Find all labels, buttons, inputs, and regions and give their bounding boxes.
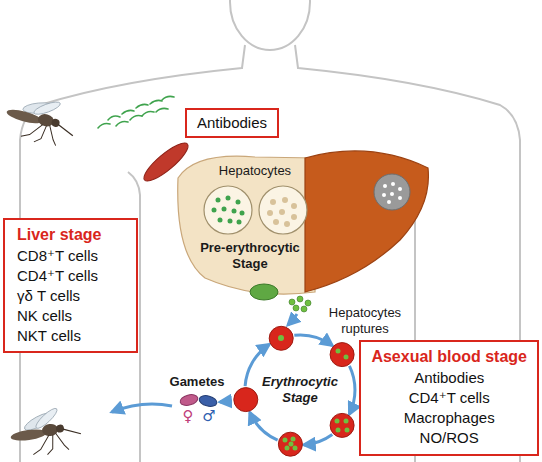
box-item: Antibodies xyxy=(197,113,267,133)
cell-label: Hepatocytes xyxy=(210,163,300,179)
sex-symbol: ♂ xyxy=(201,407,217,426)
box-item: Macrophages xyxy=(371,408,527,428)
box-item: CD8⁺T cells xyxy=(17,246,124,266)
cycle-arrows xyxy=(112,314,355,445)
box-item: CD4⁺T cells xyxy=(371,388,527,408)
hepatocyte-infected xyxy=(204,186,252,234)
box-heading: Liver stage xyxy=(17,224,124,246)
sex-symbol: ♀ xyxy=(180,407,196,426)
blood-stage-box: Asexual blood stageAntibodiesCD4⁺T cells… xyxy=(359,340,539,456)
liver-right-lobe xyxy=(305,151,428,292)
merozoites xyxy=(289,296,311,312)
stage-label: Gametes xyxy=(162,374,232,390)
process-label: Hepatocytes ruptures xyxy=(320,305,410,338)
female-gametocyte xyxy=(179,393,199,407)
liver-stage-box: Liver stageCD8⁺T cellsCD4⁺T cellsγδ T ce… xyxy=(3,218,138,353)
antibody-box: Antibodies xyxy=(185,108,279,138)
box-item: CD4⁺T cells xyxy=(17,266,124,286)
mosquito xyxy=(1,87,81,151)
box-item: Antibodies xyxy=(371,368,527,388)
sporozoites xyxy=(98,96,174,128)
box-item: NO/ROS xyxy=(371,428,527,448)
box-heading: Asexual blood stage xyxy=(371,346,527,368)
box-item: NKT cells xyxy=(17,326,124,346)
red-blood-cells xyxy=(234,326,354,456)
liver-left-lobe xyxy=(178,156,315,294)
stage-label: Erythrocytic Stage xyxy=(258,374,342,407)
hepatocyte xyxy=(259,186,307,234)
male-gametocyte xyxy=(198,394,218,408)
head-outline xyxy=(230,0,310,50)
stage-label: Pre-erythrocytic Stage xyxy=(194,240,306,273)
infected-cell xyxy=(374,174,410,210)
gallbladder xyxy=(250,284,278,300)
box-item: NK cells xyxy=(17,306,124,326)
box-item: γδ T cells xyxy=(17,286,124,306)
mosquito xyxy=(7,403,83,460)
